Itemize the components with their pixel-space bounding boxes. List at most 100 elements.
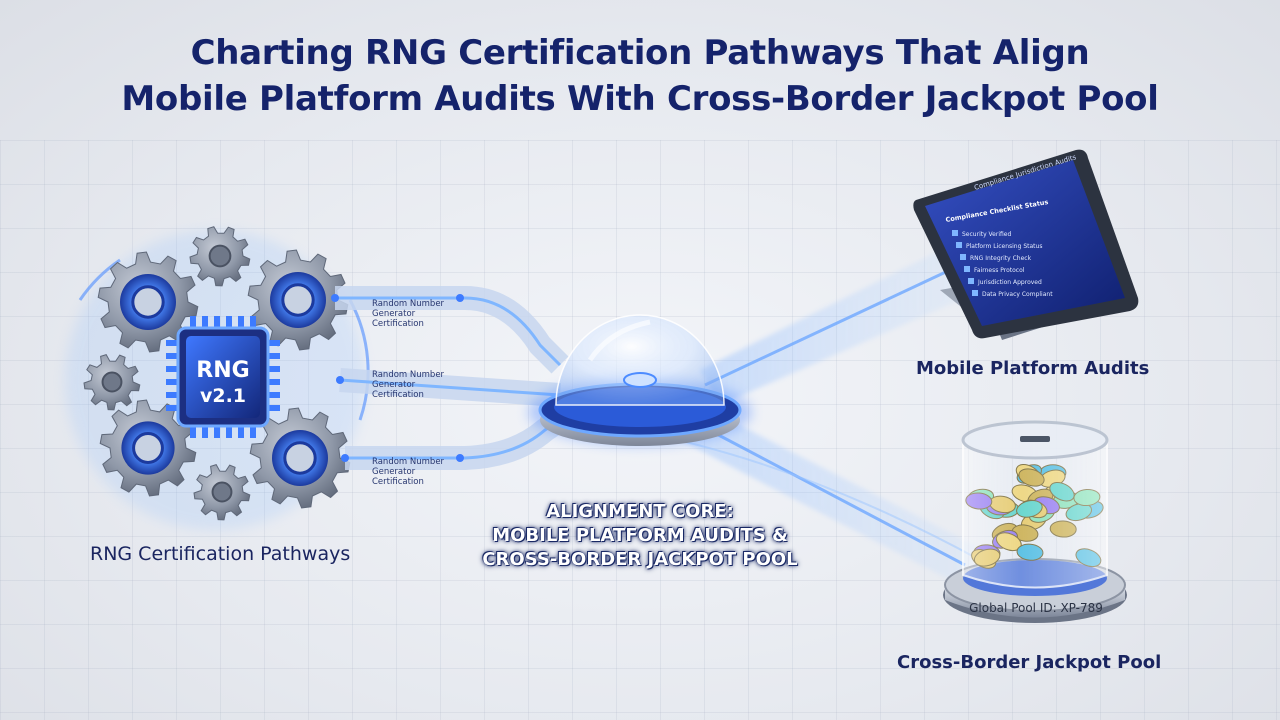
title-line-2: Mobile Platform Audits With Cross-Border…: [121, 79, 1159, 119]
alignment-core: [528, 314, 752, 446]
checkbox-icon: [956, 242, 962, 248]
jackpot-jar: Global Pool ID: XP-789: [943, 420, 1127, 623]
light-beams: [559, 248, 981, 585]
gear-arc: [78, 258, 121, 301]
chip-pin: [202, 424, 208, 438]
tablet-screen: [925, 160, 1125, 326]
chip-version: v2.1: [200, 385, 246, 407]
gear: [189, 226, 251, 287]
gear-center: [208, 244, 232, 268]
pathway-3-line-2: Generator: [372, 467, 416, 477]
chip-pin: [166, 366, 180, 372]
pathway-ribbon-1: [335, 286, 569, 374]
gear-center: [101, 371, 123, 393]
gear-center: [281, 283, 315, 317]
chip-pin: [266, 353, 280, 359]
chip-pin: [190, 424, 196, 438]
chip-pin: [190, 316, 196, 330]
pool-id-label: Global Pool ID: XP-789: [969, 601, 1103, 615]
tablet-checklist-item: RNG Integrity Check: [970, 255, 1032, 262]
pathway-line-2: [339, 378, 561, 397]
chip-pin: [266, 366, 280, 372]
gear-cluster: [83, 226, 351, 521]
jackpot-pool-label: Cross-Border Jackpot Pool: [897, 652, 1162, 673]
chip-pin: [266, 392, 280, 398]
alignment-core-caption: ALIGNMENT CORE: MOBILE PLATFORM AUDITS &…: [440, 500, 840, 572]
chip-face: [186, 336, 260, 418]
checkbox-icon: [972, 290, 978, 296]
rng-pathways-label: RNG Certification Pathways: [90, 543, 351, 565]
beam-line-tablet: [704, 268, 951, 387]
pathway-node: [336, 376, 344, 384]
chip-pins: [166, 316, 280, 438]
chip-pin: [226, 424, 232, 438]
gear: [247, 249, 349, 351]
pathway-ribbons: [331, 286, 569, 470]
pathway-node: [331, 294, 339, 302]
gear-center: [283, 441, 317, 475]
checkbox-icon: [968, 278, 974, 284]
gear: [249, 407, 351, 509]
core-caption-line-3: CROSS-BORDER JACKPOT POOL: [482, 549, 798, 570]
pathway-3-line-1: Random Number: [372, 457, 445, 467]
chip-pin: [250, 316, 256, 330]
chip-label: RNG: [196, 358, 249, 383]
chip-pin: [238, 316, 244, 330]
title-line-1: Charting RNG Certification Pathways That…: [190, 33, 1090, 73]
page-title: Charting RNG Certification Pathways That…: [0, 30, 1280, 122]
tablet-checklist-item: Security Verified: [962, 231, 1011, 238]
gear: [99, 399, 197, 497]
beam-line-jar: [689, 418, 966, 567]
checkbox-icon: [964, 266, 970, 272]
chip-pin: [266, 379, 280, 385]
pathway-1-line-1: Random Number: [372, 299, 445, 309]
pathway-labels: Random Number Generator Certification Ra…: [372, 299, 445, 487]
rng-chip: RNG v2.1: [166, 316, 280, 438]
pathway-node: [456, 294, 464, 302]
chip-pin: [226, 316, 232, 330]
pathway-line-1: [335, 296, 562, 367]
tablet-device: Compliance Jurisdiction Audits Complianc…: [913, 149, 1139, 340]
gear-center: [132, 432, 164, 464]
chip-pin: [166, 405, 180, 411]
pathway-line-3: [345, 418, 561, 460]
chip-pin: [250, 424, 256, 438]
checkbox-icon: [960, 254, 966, 260]
core-caption-line-2: MOBILE PLATFORM AUDITS &: [492, 525, 788, 546]
checkbox-icon: [952, 230, 958, 236]
chip-pin: [238, 424, 244, 438]
pathway-1-line-2: Generator: [372, 309, 416, 319]
pathway-1-line-3: Certification: [372, 319, 424, 329]
gear-center: [211, 481, 233, 503]
pathway-3-line-3: Certification: [372, 477, 424, 487]
core-caption-line-1: ALIGNMENT CORE:: [546, 501, 734, 522]
pathway-2-line-2: Generator: [372, 380, 416, 390]
gear: [97, 251, 199, 353]
pathway-ribbon-3: [345, 410, 567, 470]
chip-pin: [214, 424, 220, 438]
pathway-2-line-1: Random Number: [372, 370, 445, 380]
pathway-node: [341, 454, 349, 462]
core-dome: [555, 314, 725, 406]
chip-pin: [266, 340, 280, 346]
chip-pin: [266, 405, 280, 411]
tablet-checklist-item: Fairness Protocol: [974, 267, 1025, 274]
gear: [193, 463, 251, 521]
tablet-checklist-item: Platform Licensing Status: [966, 243, 1042, 250]
core-emblem: [623, 372, 657, 388]
chip-pin: [214, 316, 220, 330]
chip-pin: [166, 379, 180, 385]
jar-glass: [962, 440, 1108, 589]
tablet-checklist-item: Data Privacy Compliant: [982, 291, 1053, 298]
pathway-2-line-3: Certification: [372, 390, 424, 400]
chip-pin: [166, 353, 180, 359]
dome-highlight: [587, 319, 651, 362]
chip-pin: [166, 392, 180, 398]
chip-pin: [166, 340, 180, 346]
gear: [83, 353, 141, 411]
mobile-audits-label: Mobile Platform Audits: [916, 358, 1150, 379]
chip-pin: [202, 316, 208, 330]
gear-arc: [348, 299, 370, 421]
